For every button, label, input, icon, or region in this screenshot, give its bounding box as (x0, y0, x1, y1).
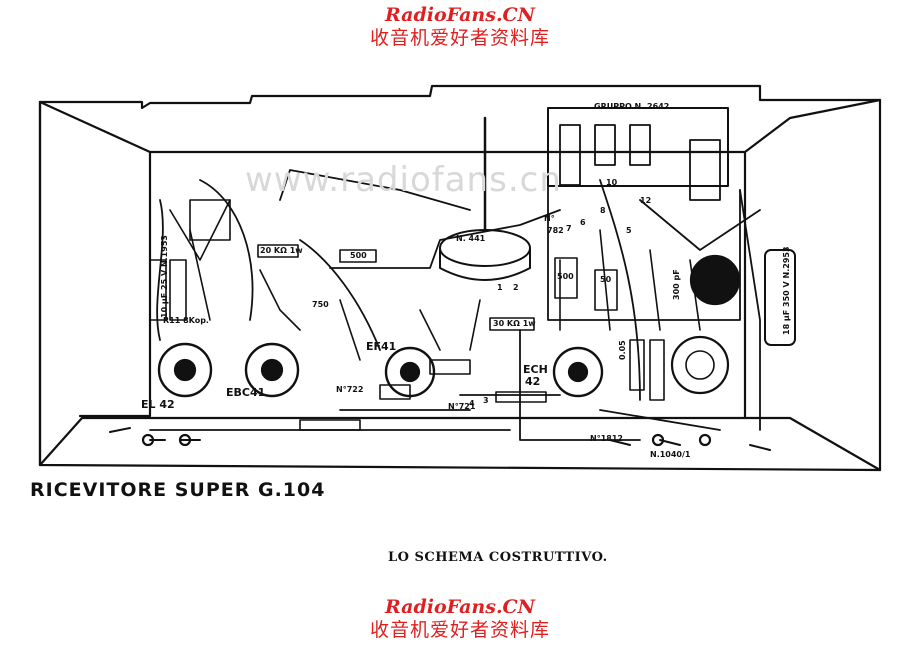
socket-ech42 (552, 346, 604, 398)
label-pin12: 12 (640, 196, 652, 205)
label-n441: N. 441 (456, 234, 486, 243)
label-pin3: 3 (483, 396, 489, 405)
label-pin4: 4 (469, 399, 475, 408)
label-c300: 300 pF (672, 269, 681, 300)
watermark-brand-bottom: RadioFans.CN (384, 596, 536, 618)
chassis-inner-top (38, 98, 882, 154)
label-n782-1: N° (544, 214, 555, 223)
label-pin1: 1 (497, 283, 503, 292)
label-pin10: 10 (606, 178, 618, 187)
label-r50: 50 (600, 275, 612, 284)
label-c10uf: 10 µF 25 V N.1953 (160, 235, 169, 318)
coil-group-box (547, 107, 729, 187)
label-pin6: 6 (580, 218, 586, 227)
socket-ebc41 (244, 342, 300, 398)
chassis-inner-bottom (78, 150, 152, 418)
watermark-chinese: 收音机爱好者资料库 (369, 27, 550, 49)
socket-el42 (157, 342, 213, 398)
label-n721: N°721 (448, 402, 476, 411)
chassis-back-panel (38, 84, 882, 472)
label-tube-ef41: EF41 (366, 340, 397, 353)
label-pin7: 7 (566, 224, 572, 233)
label-r500-mid: 500 (557, 272, 574, 281)
label-c005: 0.05 (618, 340, 627, 360)
electrolytic-capacitor (764, 249, 796, 346)
label-n1040: N.1040/1 (650, 450, 691, 459)
watermark-brand: RadioFans.CN (384, 4, 536, 26)
chassis-front-lip (38, 416, 882, 472)
caption-subtitle: LO SCHEMA COSTRUTTIVO. (388, 550, 608, 565)
label-tube-ech42-2: 42 (525, 375, 541, 388)
label-tube-ebc41: EBC41 (226, 386, 266, 399)
label-c18uf: 18 µF 350 V N.2953 (782, 246, 791, 335)
watermark-chinese-bottom: 收音机爱好者资料库 (369, 619, 550, 641)
label-n1812: N°1812 (590, 434, 623, 443)
watermark-url: www.radiofans.cn (245, 160, 562, 200)
label-pin2: 2 (513, 283, 519, 292)
caption-title: RICEVITORE SUPER G.104 (30, 479, 326, 501)
speaker-plug (689, 254, 741, 306)
label-r11: R11 8Kop. (163, 316, 209, 325)
label-gruppo: GRUPPO N. 2642 (594, 102, 670, 111)
label-r500-top: 500 (350, 251, 367, 260)
watermark-bottom: RadioFans.CN 收音机爱好者资料库 (0, 596, 920, 642)
label-pin5: 5 (626, 226, 632, 235)
watermark-top: RadioFans.CN 收音机爱好者资料库 (0, 4, 920, 50)
socket-rectifier (670, 335, 730, 395)
label-tube-ech42-1: ECH (523, 363, 548, 376)
label-n782-2: 782 (547, 226, 564, 235)
label-pin8: 8 (600, 206, 606, 215)
label-r750: 750 (312, 300, 329, 309)
label-n722: N°722 (336, 385, 364, 394)
label-r20k: 20 KΩ 1w (260, 246, 303, 255)
label-tube-el42: EL 42 (141, 398, 175, 411)
label-r30k: 30 KΩ 1w (493, 319, 536, 328)
